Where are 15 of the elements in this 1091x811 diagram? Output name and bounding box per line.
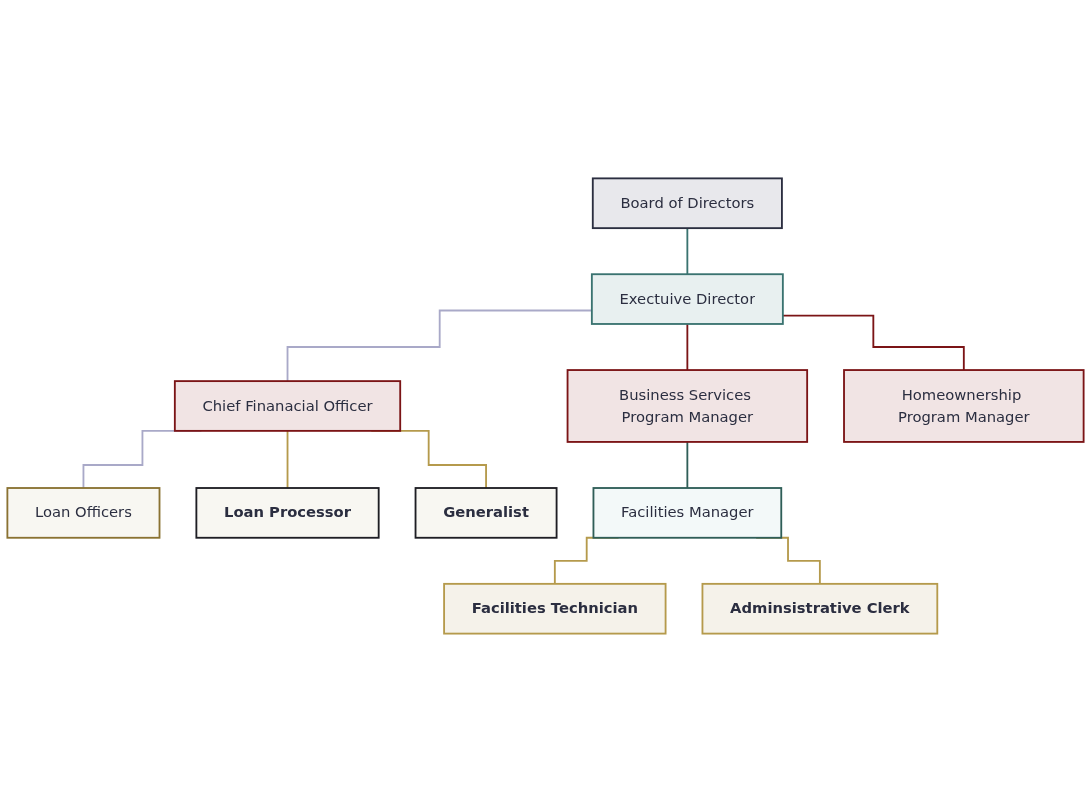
- node-box: Loan Officers: [6, 486, 161, 539]
- node-box: Chief Finanacial Officer: [173, 379, 402, 432]
- node-box: Adminsistrative Clerk: [701, 582, 939, 635]
- node-box: Exectuive Director: [590, 272, 784, 325]
- connector: [286, 429, 289, 489]
- node-box: Loan Processor: [195, 486, 380, 539]
- node-box: Generalist: [414, 486, 558, 539]
- connector: [686, 322, 689, 371]
- node-box: Business Services Program Manager: [566, 368, 809, 443]
- connector: [686, 440, 689, 489]
- node-box: Facilities Manager: [592, 486, 783, 539]
- node-box: Facilities Technician: [443, 582, 667, 635]
- connector: [686, 226, 689, 275]
- node-box: Homeownership Program Manager: [843, 368, 1085, 443]
- node-box: Board of Directors: [591, 176, 783, 229]
